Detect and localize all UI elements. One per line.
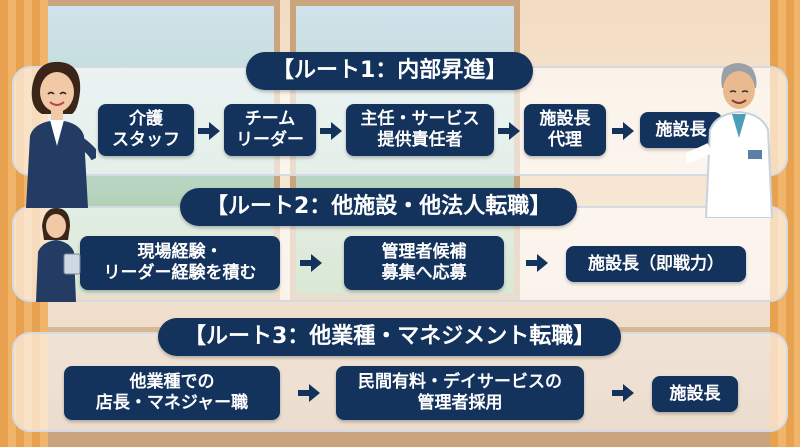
doctor-illustration (686, 63, 774, 218)
route-2-step-3: 施設長（即戦力） (566, 246, 746, 282)
route-3-step-3: 施設長 (652, 376, 738, 412)
step-line: 民間有料・デイサービスの (358, 372, 562, 392)
route-3-step-1: 他業種での 店長・マネジャー職 (64, 366, 280, 420)
route-2-step-1: 現場経験・ リーダー経験を積む (80, 236, 280, 290)
step-line: スタッフ (112, 130, 180, 150)
step-line: 主任・サービス (360, 109, 480, 129)
route-2-step-2: 管理者候補 募集へ応募 (344, 236, 504, 290)
arrow-right-icon (300, 254, 322, 272)
step-line: 管理者採用 (417, 393, 503, 413)
step-line: 他業種での (129, 372, 215, 392)
arrow-right-icon (298, 384, 320, 402)
route-3-title: 【ルート3：他業種・マネジメント転職】 (158, 318, 622, 356)
step-line: チーム (244, 109, 296, 129)
route-1-title: 【ルート1：内部昇進】 (246, 52, 534, 90)
step-line: 提供責任者 (377, 130, 463, 150)
arrow-right-icon (612, 122, 634, 140)
step-line: リーダー (236, 130, 304, 150)
businesswoman-illustration (26, 61, 96, 208)
arrow-right-icon (526, 254, 548, 272)
step-line: 施設長（即戦力） (588, 253, 724, 274)
step-line: 現場経験・ (137, 242, 223, 262)
route-1-step-2: チーム リーダー (224, 104, 316, 156)
route-1-step-1: 介護 スタッフ (98, 104, 194, 156)
arrow-right-icon (498, 122, 520, 140)
route-1-step-5: 施設長 (640, 112, 722, 148)
step-line: 施設長 (669, 383, 721, 404)
clipboard-woman-illustration (36, 208, 81, 302)
step-line: 施設長 (539, 109, 591, 129)
route-3-step-2: 民間有料・デイサービスの 管理者採用 (336, 366, 584, 420)
step-line: 代理 (548, 130, 582, 150)
route-1-step-3: 主任・サービス 提供責任者 (346, 104, 494, 156)
arrow-right-icon (198, 122, 220, 140)
step-line: 管理者候補 (381, 242, 467, 262)
step-line: 施設長 (655, 119, 707, 140)
step-line: 募集へ応募 (381, 263, 467, 283)
step-line: 店長・マネジャー職 (95, 393, 249, 413)
step-line: リーダー経験を積む (103, 263, 257, 283)
route-1-step-4: 施設長 代理 (524, 104, 606, 156)
route-2-title: 【ルート2：他施設・他法人転職】 (180, 188, 578, 226)
arrow-right-icon (612, 384, 634, 402)
arrow-right-icon (320, 122, 342, 140)
step-line: 介護 (129, 109, 163, 129)
